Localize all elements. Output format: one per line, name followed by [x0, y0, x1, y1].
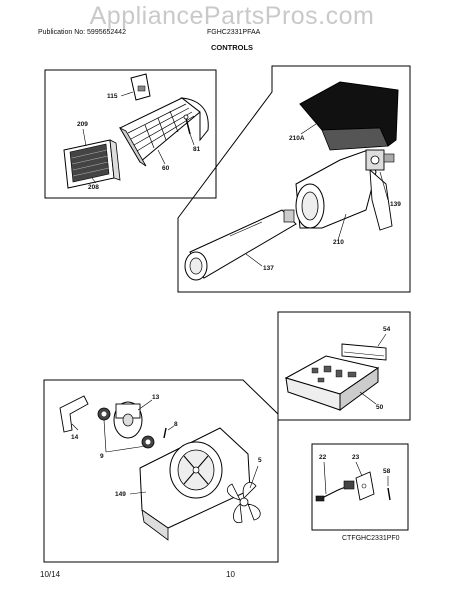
callout-210: 210 [333, 239, 344, 246]
callout-137: 137 [263, 265, 274, 272]
callout-149: 149 [115, 491, 126, 498]
screw-part[interactable] [163, 427, 167, 439]
page-number: 10 [226, 570, 235, 579]
fan-motor-part[interactable] [113, 401, 143, 439]
valve-part[interactable] [365, 149, 395, 171]
screw-part[interactable] [387, 487, 391, 501]
callout-139: 139 [390, 201, 401, 208]
fan-shroud-part[interactable] [139, 427, 251, 541]
footer-date: 10/14 [40, 570, 61, 579]
model-number: FGHC2331PFAA [207, 29, 261, 36]
callout-115: 115 [107, 93, 118, 100]
panel-louver-assembly [44, 69, 217, 199]
control-board-part[interactable] [284, 355, 380, 411]
grommet-part[interactable] [97, 407, 155, 449]
strip-part[interactable] [341, 343, 387, 361]
callout-54: 54 [383, 326, 391, 333]
cover-part[interactable] [299, 81, 399, 151]
bracket-part[interactable] [59, 395, 89, 433]
callout-81: 81 [193, 146, 201, 153]
callout-14: 14 [71, 434, 79, 441]
publication-number: Publication No: 5995652442 [38, 29, 126, 36]
panel-control-board [277, 311, 411, 421]
filter-housing-part[interactable] [295, 149, 393, 231]
panel-fan-assembly [43, 379, 279, 563]
callout-9: 9 [100, 453, 104, 460]
callout-50: 50 [376, 404, 384, 411]
section-title: CONTROLS [210, 43, 254, 52]
callout-209: 209 [77, 121, 88, 128]
callout-208: 208 [88, 184, 99, 191]
louver-part[interactable] [118, 97, 209, 167]
panel-filter-housing [177, 65, 411, 293]
callout-23: 23 [352, 454, 360, 461]
callout-5: 5 [258, 457, 262, 464]
fan-blade-part[interactable] [226, 482, 261, 524]
panel-sensor-parts [311, 443, 409, 531]
callout-58: 58 [383, 468, 391, 475]
clip-part[interactable] [130, 73, 151, 101]
callout-8: 8 [174, 421, 178, 428]
filter-frame-part[interactable] [63, 139, 121, 189]
callout-13: 13 [152, 394, 160, 401]
screw-part[interactable] [183, 114, 191, 135]
callout-22: 22 [319, 454, 327, 461]
sensor-bracket-part[interactable] [355, 471, 375, 501]
watermark: AppliancePartsPros.com [89, 2, 375, 30]
water-filter-part[interactable] [184, 209, 297, 281]
callout-60: 60 [162, 165, 170, 172]
sensor-part[interactable] [315, 480, 355, 502]
callout-210A: 210A [289, 135, 305, 142]
diagram-code: CTFGHC2331PF0 [342, 535, 400, 542]
